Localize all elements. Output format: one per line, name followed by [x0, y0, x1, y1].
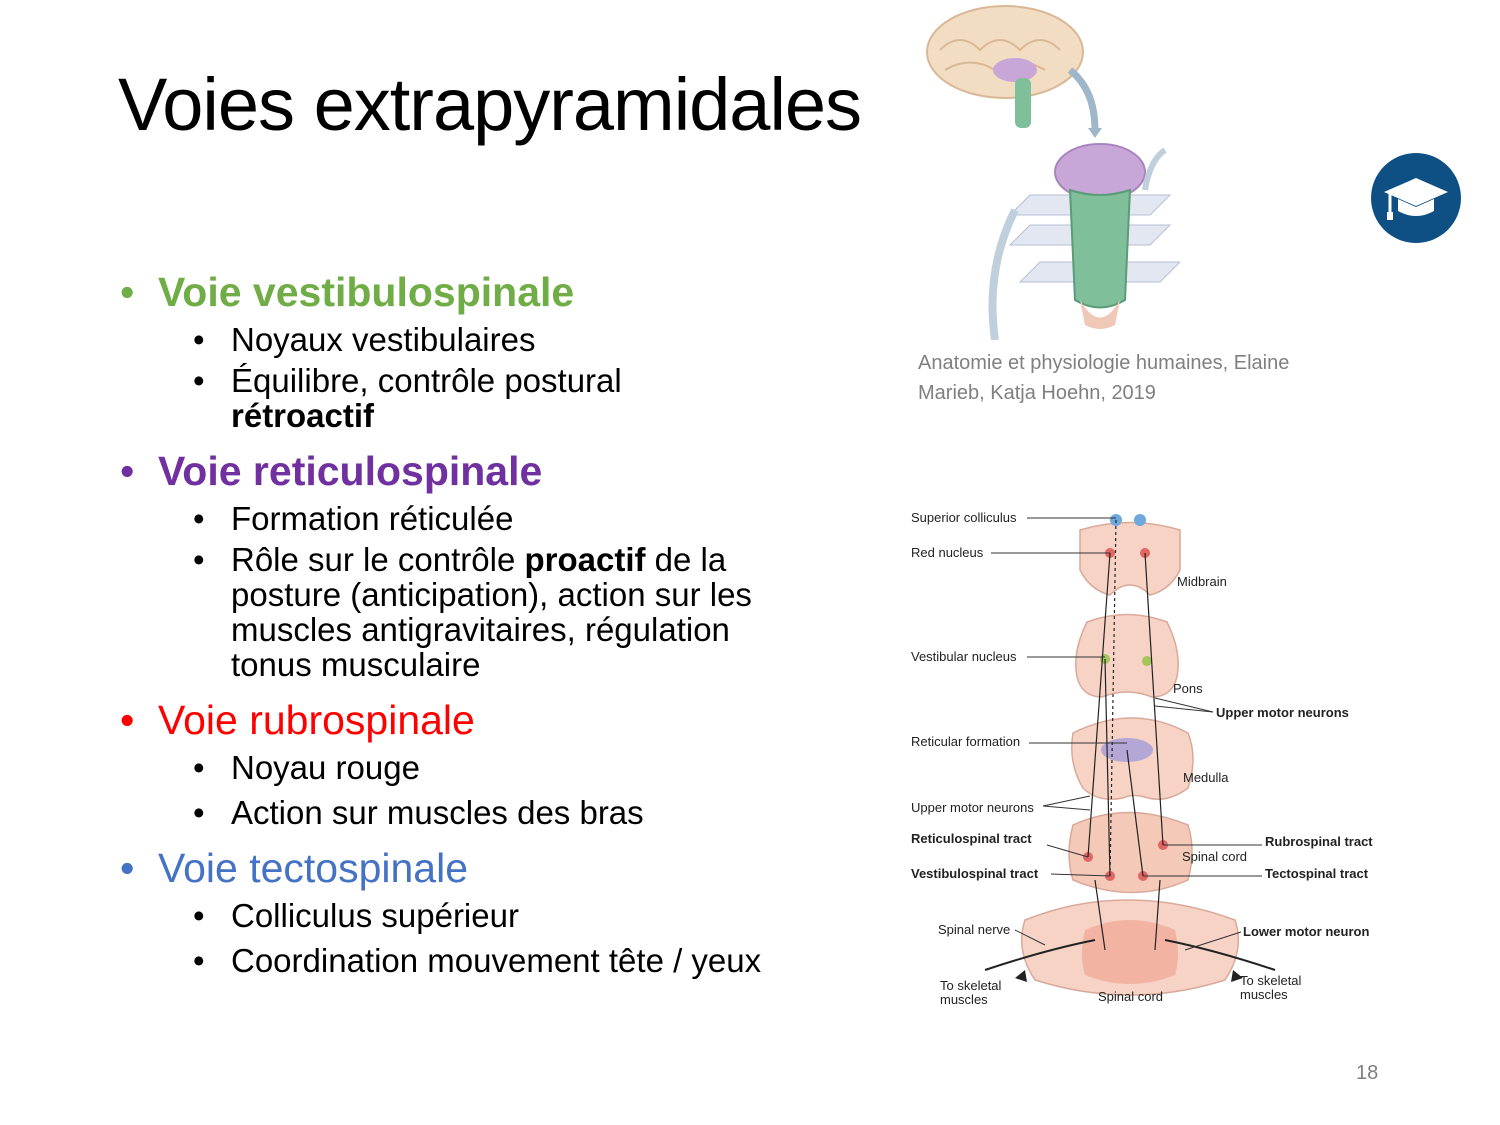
- label-vestibular-nucleus: Vestibular nucleus: [911, 649, 1017, 664]
- item-action-bras: Action sur muscles des bras: [193, 795, 818, 830]
- label-to-skeletal-left-1: To skeletal: [940, 978, 1002, 993]
- label-medulla: Medulla: [1183, 770, 1229, 785]
- label-reticular-formation: Reticular formation: [911, 734, 1020, 749]
- motor-pathways-diagram: Superior colliculus Red nucleus Midbrain…: [911, 510, 1373, 1007]
- item-formation-reticulee: Formation réticulée: [193, 501, 818, 536]
- label-midbrain: Midbrain: [1177, 574, 1227, 589]
- label-upper-motor-neurons-right: Upper motor neurons: [1216, 705, 1349, 720]
- label-superior-colliculus: Superior colliculus: [911, 510, 1017, 525]
- section-heading-reticulospinal: Voie reticulospinale: [118, 447, 818, 495]
- slide-title: Voies extrapyramidales: [118, 63, 862, 146]
- section-heading-rubrospinal: Voie rubrospinale: [118, 696, 818, 744]
- label-red-nucleus: Red nucleus: [911, 545, 984, 560]
- graduation-cap-icon: [1371, 153, 1461, 243]
- item-proactif: proactif: [524, 541, 646, 578]
- label-to-skeletal-right-2: muscles: [1240, 987, 1288, 1002]
- item-noyaux-vestibulaires: Noyaux vestibulaires: [193, 322, 818, 357]
- label-upper-motor-neurons-left: Upper motor neurons: [911, 800, 1034, 815]
- page-number: 18: [1356, 1062, 1379, 1084]
- label-spinal-nerve: Spinal nerve: [938, 922, 1010, 937]
- brain-stem-illustration: [926, 5, 1180, 340]
- label-spinal-cord-bottom: Spinal cord: [1098, 989, 1163, 1004]
- item-role-text-a: Rôle sur le contrôle: [231, 541, 525, 578]
- section-heading-vestibulospinal: Voie vestibulospinale: [118, 268, 818, 316]
- label-spinal-cord-mid: Spinal cord: [1182, 849, 1247, 864]
- label-pons: Pons: [1173, 681, 1203, 696]
- label-rubrospinal-tract: Rubrospinal tract: [1265, 834, 1373, 849]
- label-reticulospinal-tract: Reticulospinal tract: [911, 831, 1032, 846]
- label-vestibulospinal-tract: Vestibulospinal tract: [911, 866, 1039, 881]
- item-coordination: Coordination mouvement tête / yeux: [193, 943, 818, 978]
- label-to-skeletal-right-1: To skeletal: [1240, 973, 1302, 988]
- item-equilibre-text: Équilibre, contrôle postural: [231, 362, 622, 399]
- label-tectospinal-tract: Tectospinal tract: [1265, 866, 1369, 881]
- image-source-caption: Anatomie et physiologie humaines, Elaine…: [918, 352, 1290, 404]
- item-retroactif: rétroactif: [231, 397, 375, 434]
- section-heading-tectospinal: Voie tectospinale: [118, 844, 818, 892]
- label-lower-motor-neuron: Lower motor neuron: [1243, 924, 1369, 939]
- item-colliculus: Colliculus supérieur: [193, 898, 818, 933]
- item-noyau-rouge: Noyau rouge: [193, 750, 818, 785]
- label-to-skeletal-left-2: muscles: [940, 992, 988, 1007]
- item-role-text-b: de la posture (anticipation), action sur…: [231, 541, 752, 683]
- bullet-list: Voie vestibulospinale Noyaux vestibulair…: [118, 260, 818, 978]
- item-role-controle: Rôle sur le contrôle proactif de la post…: [193, 541, 818, 683]
